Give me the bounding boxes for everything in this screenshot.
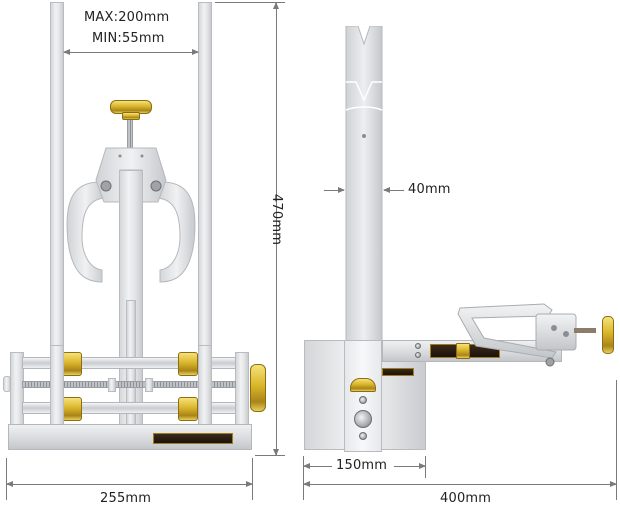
height-top-extension [215,2,285,3]
bushing-bottom-left [62,397,82,421]
right-arm-carrier [198,345,212,430]
left-nut [108,378,116,392]
front-base-width-label: 255mm [100,491,152,506]
side-adjuster-knob-icon [602,316,614,354]
side-view: 40mm 150mm 400mm [300,0,620,512]
arm-span-max-label: MAX:200mm [84,10,170,25]
gauge-arm-screw-2 [415,352,421,358]
gauge-arm-screw-1 [415,343,421,349]
height-label: 470mm [269,193,285,246]
overall-depth-label: 400mm [440,491,492,506]
upright-width-dimension-line [383,187,404,193]
arm-span-min-label: MIN:55mm [92,31,165,46]
front-scale-ruler [153,433,233,444]
side-base-left-extension [303,456,304,500]
upright-width-label: 40mm [408,182,451,197]
caliper-knob-base [122,112,140,120]
arm-span-dimension-line [63,49,199,55]
side-caliper-clamp [457,303,596,367]
side-screw-top [359,396,367,404]
lead-screw [22,381,236,388]
front-view: MAX:200mm MIN:55mm 470mm 255mm [0,0,285,512]
side-depth-dimension-line [303,481,617,487]
front-base-right-extension [252,458,253,500]
height-dimension-line [273,2,279,456]
side-base-dim-left [303,463,332,469]
right-end-block [235,352,249,428]
front-base-left-extension [6,458,7,500]
side-small-scale [382,368,414,376]
bushing-top-right [178,352,198,376]
side-base-width-label: 150mm [336,458,388,473]
side-screw-bottom [359,432,367,440]
side-depth-right-extension [616,380,617,500]
height-bottom-extension [255,455,285,456]
right-nut [145,378,153,392]
left-arm-carrier [50,345,64,430]
side-base-dim-right [394,463,426,469]
upright-width-left-arrow [324,187,345,193]
side-upright [345,26,383,366]
front-base-dimension-line [6,481,253,487]
bushing-top-left [62,352,82,376]
bushing-bottom-right [178,397,198,421]
left-end-nut [3,376,11,392]
gauge-arm-slider [456,343,470,359]
side-clamp-bolt-icon [354,410,372,428]
side-pivot-bushing [350,378,376,392]
adjuster-knob-icon [250,364,266,412]
